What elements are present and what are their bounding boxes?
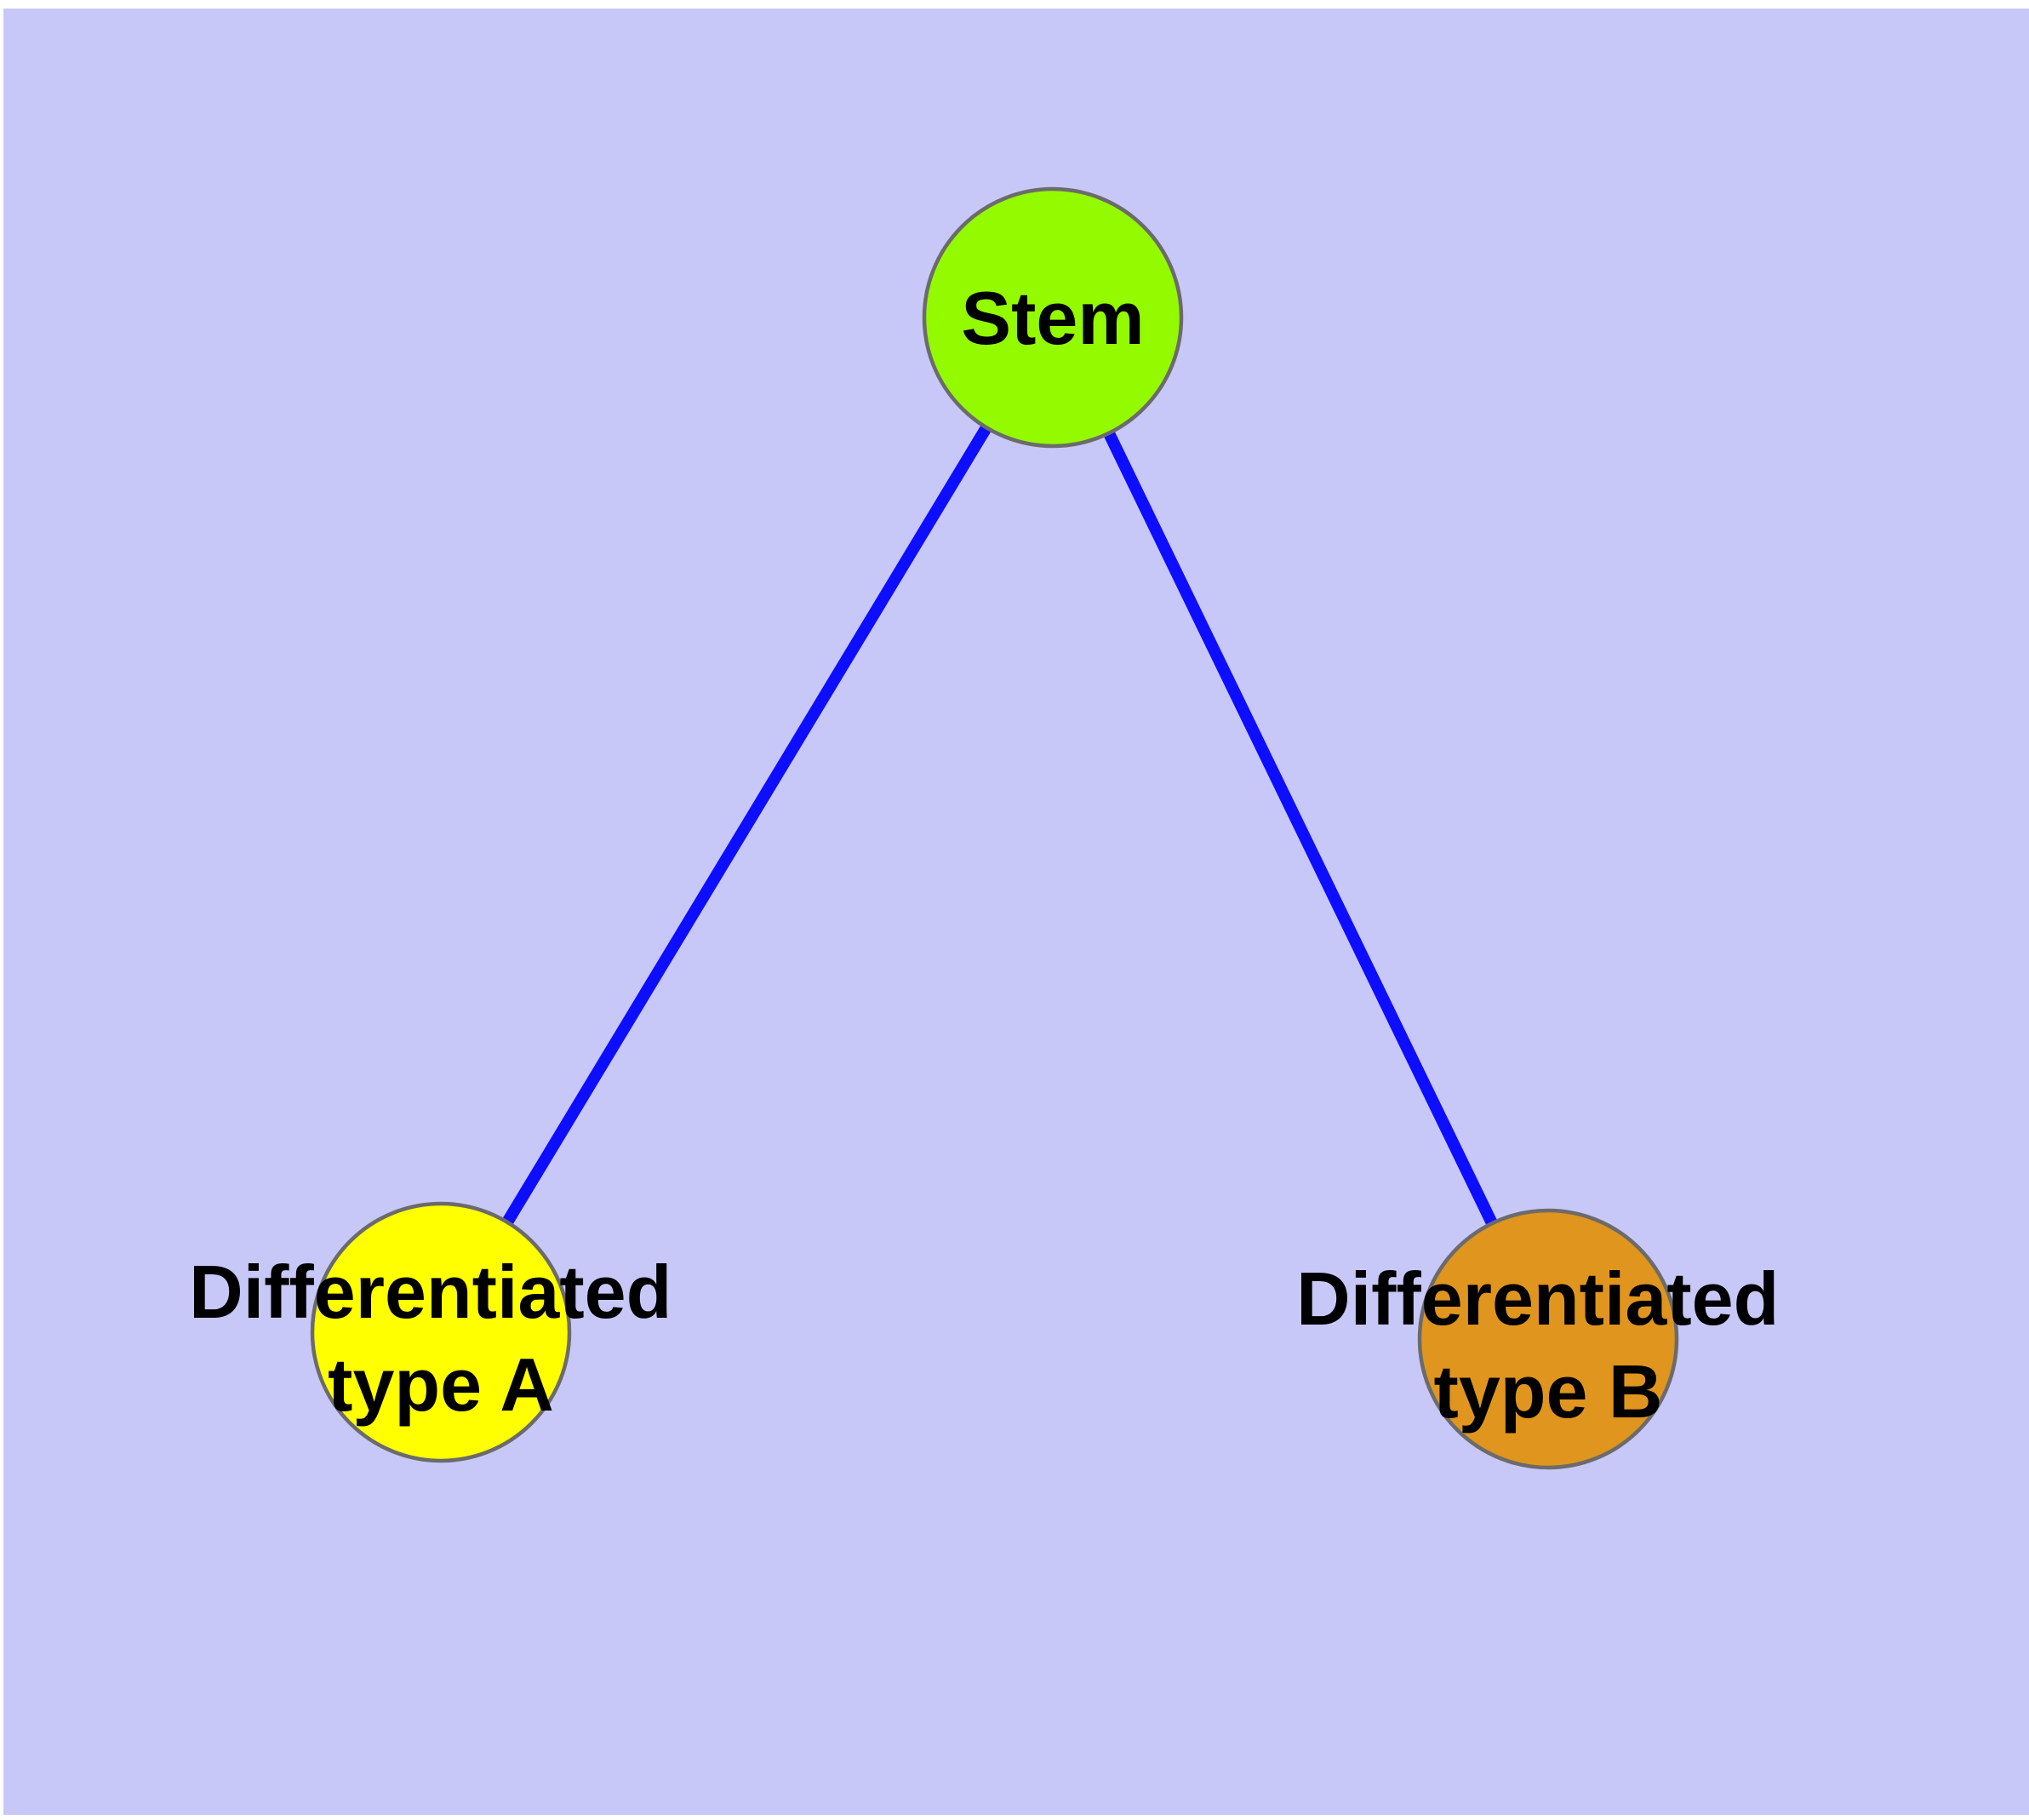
node-differentiated-type-b-circle[interactable] xyxy=(1417,1208,1679,1470)
node-differentiated-type-a-label-line1: Differentiated xyxy=(189,1250,672,1334)
node-differentiated-type-b-label-line1: Differentiated xyxy=(1296,1256,1779,1341)
node-differentiated-type-b-label: Differentiated type B xyxy=(1296,1256,1800,1434)
node-differentiated-type-b[interactable]: Differentiated type B xyxy=(1296,1208,1800,1470)
node-differentiated-type-a-label-line2: type A xyxy=(328,1342,554,1427)
node-differentiated-type-b-label-line2: type B xyxy=(1434,1349,1663,1434)
node-differentiated-type-a-label: Differentiated type A xyxy=(189,1250,693,1427)
edge-stem-to-type-b xyxy=(1047,314,1554,1342)
node-stem-circle[interactable] xyxy=(922,186,1184,449)
node-stem-label: Stem xyxy=(961,276,1144,360)
node-differentiated-type-a-circle[interactable] xyxy=(310,1201,572,1463)
node-stem-label-text: Stem xyxy=(961,276,1144,360)
edge-stem-to-type-a xyxy=(436,314,1058,1336)
node-stem[interactable]: Stem xyxy=(922,186,1184,449)
node-differentiated-type-a[interactable]: Differentiated type A xyxy=(189,1201,693,1463)
